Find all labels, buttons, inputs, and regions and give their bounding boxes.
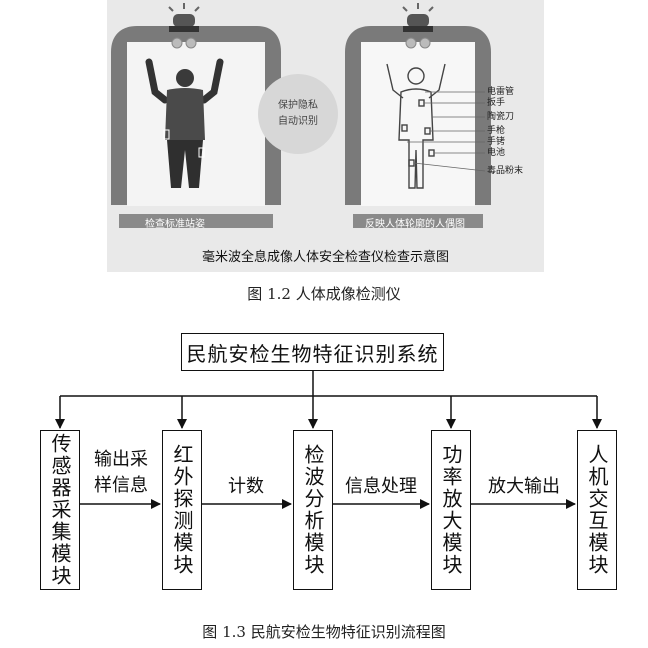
privacy-badge [258, 74, 338, 154]
callout-wrench: 扳手 [487, 98, 506, 108]
figure-1-2-caption: 图 1.2 人体成像检测仪 [247, 285, 401, 303]
edge-label-sample-output-line-1: 输出采 [94, 449, 148, 470]
human-machine-interaction-module: 人机交互模块 [577, 430, 617, 590]
callout-pistol: 手枪 [487, 126, 506, 136]
edge-label-amplified-output: 放大输出 [488, 476, 560, 497]
detection-analysis-module: 检波分析模块 [293, 430, 333, 590]
privacy-badge-line-1: 保护隐私 [278, 100, 318, 111]
sensor-acquisition-module: 传感器采集模块 [40, 430, 80, 590]
right-panel-banner [353, 214, 483, 228]
left-panel-label: 检查标准站姿 [145, 219, 205, 230]
callout-leaders [407, 91, 486, 172]
figure-1-3-caption: 图 1.3 民航安检生物特征识别流程图 [202, 623, 446, 641]
left-alarm-beacon-icon [168, 3, 200, 49]
edge-label-info-processing: 信息处理 [345, 476, 417, 497]
system-title-box: 民航安检生物特征识别系统 [181, 333, 444, 371]
left-panel-banner [119, 214, 273, 228]
right-alarm-beacon-icon [402, 3, 434, 49]
scanner-inner-caption: 毫米波全息成像人体安全检查仪检查示意图 [201, 250, 449, 265]
scanner-drawing [111, 3, 491, 228]
callout-drug-powder: 毒品粉末 [487, 166, 524, 176]
callout-detonator: 电雷管 [487, 87, 515, 97]
callout-handcuffs: 手铐 [487, 137, 506, 147]
edge-label-count: 计数 [228, 476, 264, 497]
callout-battery: 电池 [487, 148, 506, 158]
infrared-detection-module: 红外探测模块 [162, 430, 202, 590]
standing-person-figure [145, 58, 224, 188]
privacy-badge-line-2: 自动识别 [278, 116, 318, 127]
edge-label-sample-output-line-2: 样信息 [94, 475, 148, 496]
body-scanner-illustration: 检查标准站姿 反映人体轮廓的人偶图 保护隐私 自动识别 电雷管 扳手 陶瓷刀 手… [107, 0, 544, 272]
power-amplifier-module: 功率放大模块 [431, 430, 471, 590]
right-panel-label: 反映人体轮廓的人偶图 [365, 219, 465, 230]
right-scanner-frame [345, 26, 491, 206]
callout-ceramic-knife: 陶瓷刀 [487, 112, 515, 122]
